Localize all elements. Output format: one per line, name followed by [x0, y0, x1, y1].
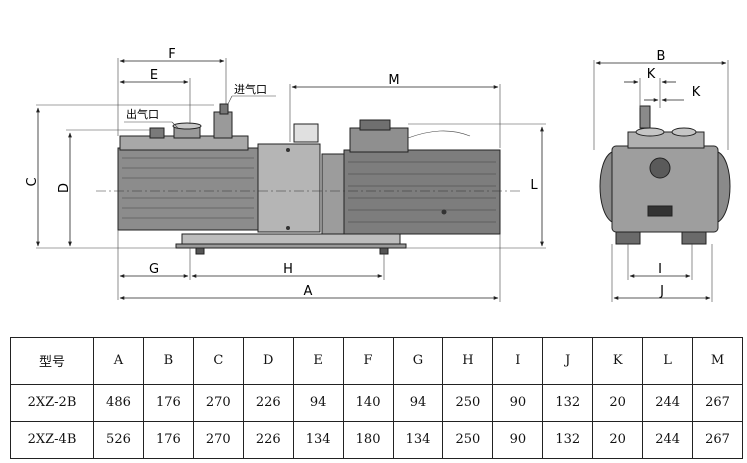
dim-label-J: J [659, 284, 664, 299]
inlet-callout: 进气口 [234, 82, 267, 96]
value-cell: 250 [442, 420, 494, 460]
header-cell: F [342, 337, 394, 385]
header-cell: E [292, 337, 344, 385]
header-cell: B [142, 337, 194, 385]
dim-label-K-side: K [692, 85, 701, 100]
value-cell: 244 [642, 420, 694, 460]
pump-dimension-drawing: F E M 进气口 出气口 C D L G H A [25, 47, 731, 302]
value-cell: 180 [342, 420, 394, 460]
pump-end-view [599, 105, 731, 245]
header-cell: G [392, 337, 444, 385]
dim-label-L: L [530, 178, 538, 193]
model-cell: 2XZ-4B [10, 420, 94, 460]
value-cell: 176 [142, 420, 194, 460]
value-cell: 134 [392, 420, 444, 460]
dim-label-G: G [149, 262, 159, 277]
value-cell: 250 [442, 383, 494, 422]
model-cell: 2XZ-2B [10, 383, 94, 422]
header-cell: I [492, 337, 544, 385]
header-cell: K [592, 337, 644, 385]
value-cell: 267 [692, 383, 743, 422]
value-cell: 134 [292, 420, 344, 460]
dim-label-M: M [388, 73, 399, 88]
value-cell: 226 [242, 383, 294, 422]
dim-label-H: H [283, 262, 293, 277]
value-cell: 270 [192, 383, 244, 422]
dim-label-K-top: K [647, 67, 656, 82]
header-cell: H [442, 337, 494, 385]
header-cell: M [692, 337, 743, 385]
header-cell: C [192, 337, 244, 385]
value-cell: 244 [642, 383, 694, 422]
dim-label-B: B [657, 49, 666, 64]
value-cell: 90 [492, 420, 544, 460]
pump-fins [122, 157, 254, 219]
outlet-callout: 出气口 [126, 107, 159, 121]
spec-table: 型号 A B C D E F G H I J K L M 2XZ-2B 486 … [10, 337, 743, 460]
motor-fins [348, 161, 496, 223]
table-header-row: 型号 A B C D E F G H I J K L M [10, 337, 743, 385]
value-cell: 20 [592, 420, 644, 460]
value-cell: 267 [692, 420, 743, 460]
value-cell: 486 [93, 383, 144, 422]
value-cell: 226 [242, 420, 294, 460]
dim-label-F: F [168, 47, 175, 62]
value-cell: 140 [342, 383, 394, 422]
dim-label-E: E [150, 68, 158, 83]
dim-label-C: C [25, 177, 40, 186]
value-cell: 94 [292, 383, 344, 422]
header-cell: D [242, 337, 294, 385]
header-cell: J [542, 337, 594, 385]
value-cell: 90 [492, 383, 544, 422]
value-cell: 94 [392, 383, 444, 422]
pump-side-view [117, 103, 501, 255]
value-cell: 270 [192, 420, 244, 460]
value-cell: 526 [93, 420, 144, 460]
header-cell: A [93, 337, 144, 385]
table-row: 2XZ-4B 526 176 270 226 134 180 134 250 9… [10, 420, 743, 460]
value-cell: 20 [592, 383, 644, 422]
value-cell: 176 [142, 383, 194, 422]
dim-label-D: D [57, 183, 72, 193]
table-row: 2XZ-2B 486 176 270 226 94 140 94 250 90 … [10, 383, 743, 422]
dim-label-A: A [304, 284, 313, 299]
value-cell: 132 [542, 383, 594, 422]
value-cell: 132 [542, 420, 594, 460]
header-cell-model: 型号 [10, 337, 94, 385]
header-cell: L [642, 337, 694, 385]
dim-label-I: I [658, 262, 662, 277]
